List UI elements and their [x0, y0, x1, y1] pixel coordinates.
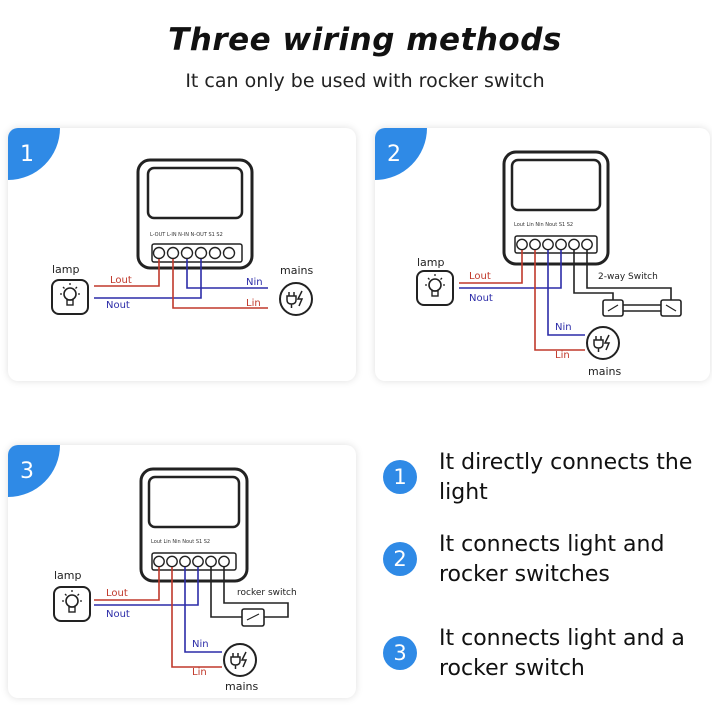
lamp-label: lamp	[52, 263, 80, 276]
wiring-panel-2: 2 Lout Lin Nin Nout S1 S2 Lout Nout Nin …	[375, 128, 710, 381]
wire-lin	[172, 259, 268, 309]
legend-text: It connects light and a rocker switch	[439, 626, 685, 681]
wiring-diagram-1: 1 L-OUT L-IN N-IN N-OUT S1 S2 Lout Nout …	[8, 128, 313, 316]
lamp-label: lamp	[417, 256, 445, 269]
terminal-labels: L-OUT L-IN N-IN N-OUT S1 S2	[150, 232, 223, 238]
label-lout: Lout	[469, 271, 491, 282]
lightbulb-icon	[53, 586, 91, 622]
label-lout: Lout	[110, 275, 132, 286]
panel-number: 1	[20, 142, 34, 167]
wire-nout	[94, 567, 199, 606]
mains-label: mains	[280, 264, 313, 277]
label-lin: Lin	[192, 667, 207, 678]
terminal-labels: Lout Lin Nin Nout S1 S2	[151, 539, 210, 545]
module-face	[146, 166, 244, 220]
power-plug-icon	[223, 643, 257, 677]
wire-lin	[534, 250, 585, 351]
wiring-panel-3: 3 Lout Lin Nin Nout S1 S2 Lout Nout Nin …	[8, 445, 356, 698]
label-lin: Lin	[555, 350, 570, 361]
terminal-screws	[516, 238, 593, 251]
legend-number: 1	[383, 460, 417, 494]
switch-icon	[660, 299, 682, 317]
panel-number: 2	[387, 142, 401, 167]
mains-label: mains	[588, 365, 621, 378]
lightbulb-icon	[416, 270, 454, 306]
label-lin: Lin	[246, 298, 261, 309]
panel-number-badge	[8, 445, 60, 497]
wire-nin	[547, 250, 585, 336]
legend-item-3: 3 It connects light and a rocker switch	[383, 624, 712, 684]
power-plug-icon	[279, 282, 313, 316]
wire-lout	[94, 259, 160, 287]
switch-link-wires	[623, 304, 661, 312]
wire-nin	[186, 259, 268, 289]
wire-lin	[171, 567, 222, 668]
wire-nin	[184, 567, 222, 653]
terminal-screws	[153, 555, 230, 568]
wire-s1	[210, 567, 242, 618]
wire-s2	[586, 250, 672, 300]
legend-number: 3	[383, 636, 417, 670]
switch-icon	[602, 299, 624, 317]
label-nin: Nin	[555, 322, 572, 333]
power-plug-icon	[586, 326, 620, 360]
legend-item-1: 1 It directly connects the light	[383, 448, 712, 508]
wire-nout	[459, 250, 562, 289]
wiring-panel-1: 1 L-OUT L-IN N-IN N-OUT S1 S2 Lout Nout …	[8, 128, 356, 381]
page-subtitle: It can only be used with rocker switch	[185, 70, 545, 92]
legend-text: It directly connects the light	[439, 450, 693, 505]
label-lout: Lout	[106, 588, 128, 599]
legend-number: 2	[383, 542, 417, 576]
panel-number-badge	[375, 128, 427, 180]
label-nin: Nin	[246, 277, 263, 288]
switch-icon	[241, 608, 265, 627]
switch-label: rocker switch	[237, 588, 297, 598]
legend-item-2: 2 It connects light and rocker switches	[383, 530, 712, 590]
wiring-diagram-3: 3 Lout Lin Nin Nout S1 S2 Lout Nout Nin …	[8, 445, 297, 693]
wire-s1	[573, 250, 614, 300]
wire-nout	[94, 259, 202, 299]
switch-label: 2-way Switch	[598, 272, 658, 282]
wire-lout	[94, 567, 160, 601]
label-nout: Nout	[106, 300, 130, 311]
mains-label: mains	[225, 680, 258, 693]
panel-number-badge	[8, 128, 60, 180]
page-title: Three wiring methods	[168, 22, 562, 58]
panel-number: 3	[20, 459, 34, 484]
legend-text: It connects light and rocker switches	[439, 532, 665, 587]
label-nin: Nin	[192, 639, 209, 650]
module-face	[147, 475, 241, 529]
lightbulb-icon	[51, 279, 89, 315]
lamp-label: lamp	[54, 569, 82, 582]
smart-module	[136, 158, 254, 270]
wiring-diagram-2: 2 Lout Lin Nin Nout S1 S2 Lout Nout Nin …	[375, 128, 682, 378]
wire-lout	[459, 250, 523, 284]
module-face	[510, 158, 602, 212]
wire-s2	[223, 567, 289, 618]
label-nout: Nout	[469, 293, 493, 304]
terminal-labels: Lout Lin Nin Nout S1 S2	[514, 222, 573, 228]
terminal-screws	[152, 246, 236, 260]
label-nout: Nout	[106, 609, 130, 620]
